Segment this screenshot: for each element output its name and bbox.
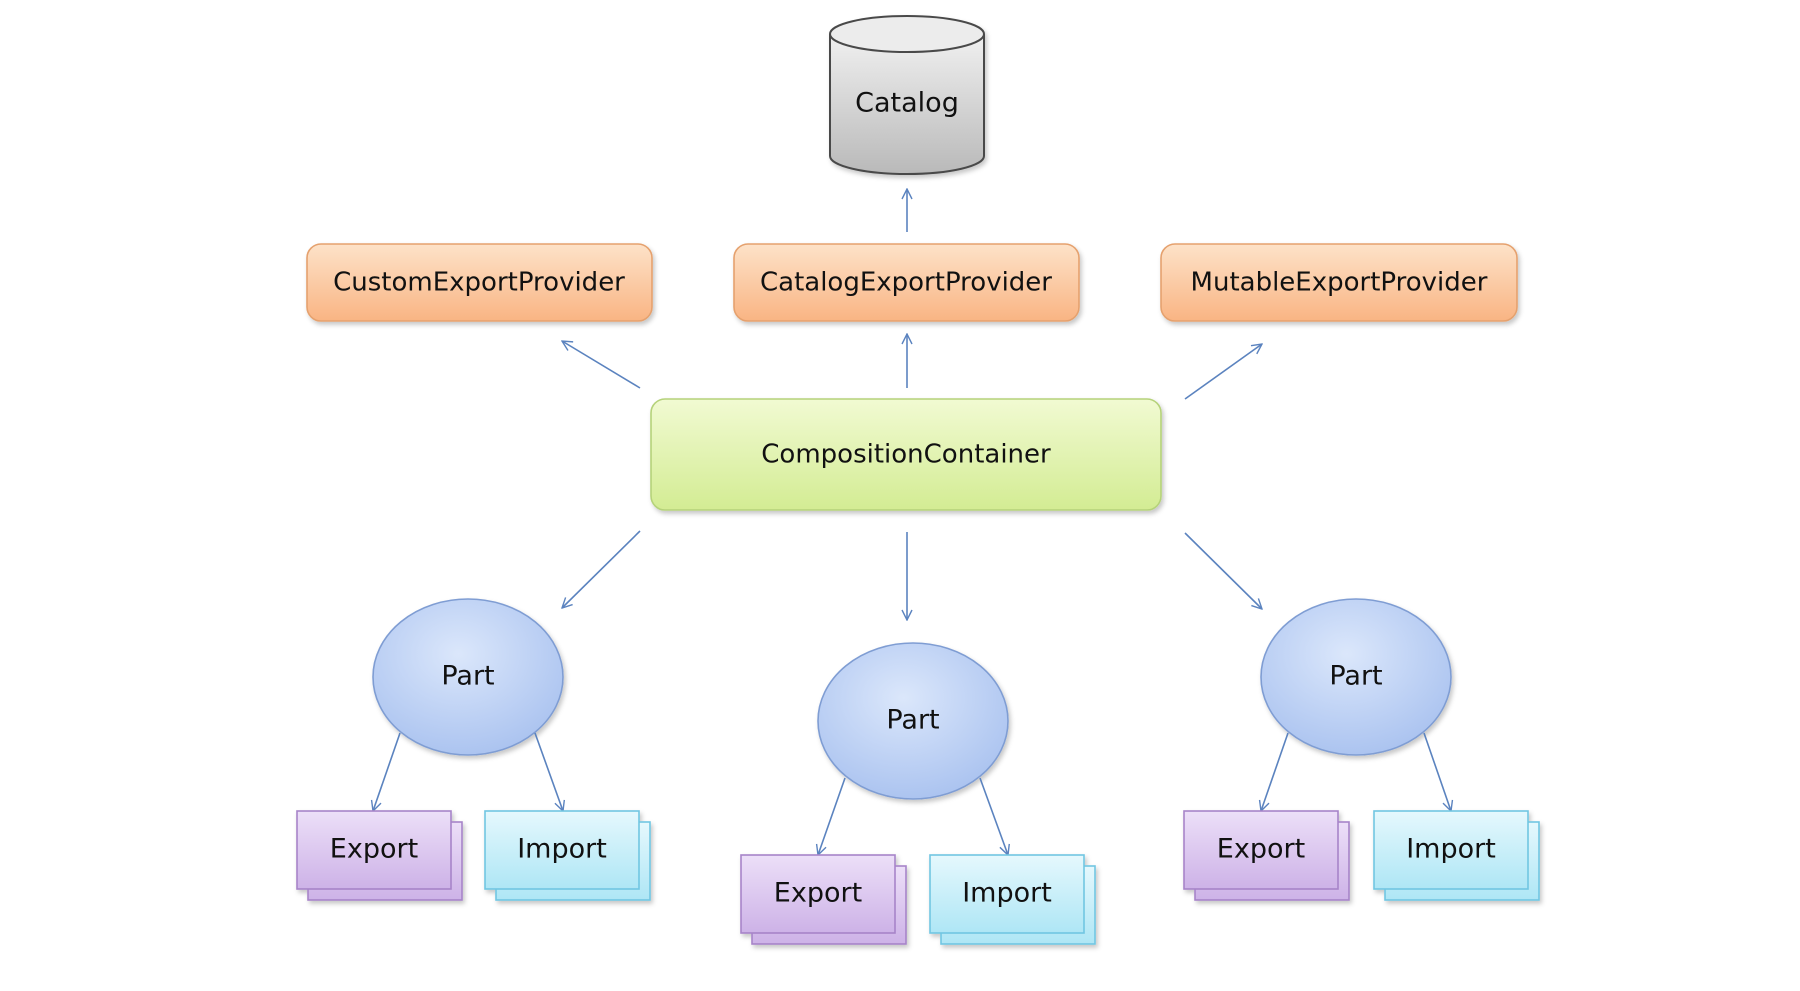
arrow-container-to-part-right	[1184, 532, 1262, 609]
export-label: Export	[330, 834, 418, 865]
part-label: Part	[1329, 661, 1382, 692]
custom-export-provider-box	[306, 243, 653, 322]
export-stack	[740, 854, 907, 945]
arrow-container-to-mutable-provider	[1184, 344, 1262, 400]
import-stack	[929, 854, 1096, 945]
import-stack	[484, 810, 651, 901]
catalog-label: Catalog	[855, 88, 959, 119]
export-label: Export	[774, 878, 862, 909]
composition-container-label: CompositionContainer	[761, 440, 1051, 470]
import-label: Import	[1406, 834, 1496, 865]
mutable-export-provider-label: MutableExportProvider	[1191, 268, 1488, 298]
import-label: Import	[517, 834, 607, 865]
arrow-part-to-import	[1423, 732, 1451, 811]
arrow-part-to-import	[534, 732, 563, 811]
part-label: Part	[886, 705, 939, 736]
catalog-export-provider-label: CatalogExportProvider	[760, 268, 1052, 298]
part-group-right: Part Export Import	[1183, 598, 1540, 901]
composition-container-box	[650, 398, 1162, 511]
custom-export-provider-label: CustomExportProvider	[333, 268, 625, 298]
part-node	[817, 642, 1009, 800]
arrow-part-to-export	[1261, 732, 1289, 811]
arrow-container-to-custom-provider	[562, 341, 641, 389]
import-stack	[1373, 810, 1540, 901]
part-group-center: Part Export Import	[740, 642, 1096, 945]
part-node	[1260, 598, 1452, 756]
part-group-left: Part Export Import	[296, 598, 651, 901]
export-stack	[296, 810, 463, 901]
catalog-database	[829, 15, 985, 175]
part-label: Part	[441, 661, 494, 692]
import-label: Import	[962, 878, 1052, 909]
catalog-export-provider-box	[733, 243, 1080, 322]
export-label: Export	[1217, 834, 1305, 865]
arrow-part-to-import	[979, 777, 1008, 855]
mutable-export-provider-box	[1160, 243, 1518, 322]
part-node	[372, 598, 564, 756]
arrow-part-to-export	[818, 777, 846, 855]
arrow-container-to-part-left	[562, 530, 641, 608]
export-stack	[1183, 810, 1350, 901]
arrow-part-to-export	[373, 732, 401, 811]
